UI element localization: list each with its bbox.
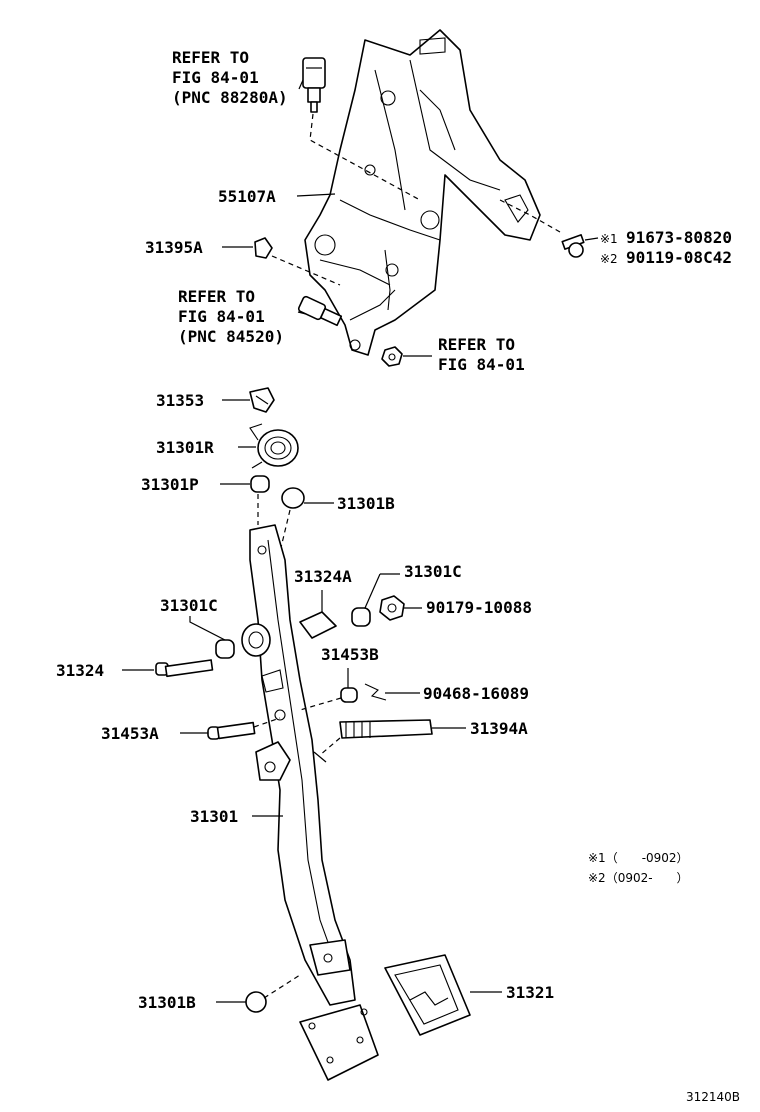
note-line-2: ※2（0902- ） xyxy=(588,871,689,885)
clip-31395a xyxy=(254,237,273,259)
part-label-31301b-bottom: 31301B xyxy=(138,993,196,1012)
part-label-31395a: 31395A xyxy=(145,238,203,257)
nut-90179 xyxy=(379,595,405,621)
part-label-31453b: 31453B xyxy=(321,645,379,664)
spring-31301r xyxy=(249,423,299,469)
note-mark-2: ※2 xyxy=(600,252,618,266)
part-label-31353: 31353 xyxy=(156,391,204,410)
nut xyxy=(381,346,403,367)
pedal-bracket xyxy=(304,29,541,356)
bushing-31453b xyxy=(340,687,358,703)
bushing-31301c-right xyxy=(351,607,371,627)
note-line-1: ※1（ -0902） xyxy=(588,851,689,865)
part-label-31453a: 31453A xyxy=(101,724,159,743)
part-label-31324a: 31324A xyxy=(294,567,352,586)
clip-31353 xyxy=(249,387,275,413)
part-label-31301: 31301 xyxy=(190,807,238,826)
part-label-90119: 90119-08C42 xyxy=(626,248,732,267)
part-label-31324: 31324 xyxy=(56,661,104,680)
refer-label-nut-line2: FIG 84-01 xyxy=(438,355,525,374)
refer-label-sw1-line3: (PNC 88280A) xyxy=(172,88,288,107)
refer-label-sw2-line1: REFER TO xyxy=(178,287,255,306)
cap-31301b-top xyxy=(281,487,305,509)
part-label-55107a: 55107A xyxy=(218,187,276,206)
clip-90468 xyxy=(364,683,387,701)
bolt-31324 xyxy=(155,659,214,678)
part-label-31394a: 31394A xyxy=(470,719,528,738)
part-label-31301c-right: 31301C xyxy=(404,562,462,581)
clutch-pedal-arm xyxy=(249,524,379,1081)
bolt-91673 xyxy=(561,234,585,258)
refer-label-sw2-line2: FIG 84-01 xyxy=(178,307,265,326)
cap-31301b-bottom xyxy=(245,991,267,1013)
part-label-90468: 90468-16089 xyxy=(423,684,529,703)
refer-label-nut-line1: REFER TO xyxy=(438,335,515,354)
pin-31453a xyxy=(207,721,256,740)
refer-label-sw2-line3: (PNC 84520) xyxy=(178,327,284,346)
spring-rod-31394a xyxy=(339,719,433,739)
pedal-pad-31321 xyxy=(384,954,471,1036)
bushing-31301c-left xyxy=(215,639,235,659)
pivot-boss xyxy=(241,623,284,693)
part-label-31301c-left: 31301C xyxy=(160,596,218,615)
figure-id: 312140B xyxy=(686,1090,740,1104)
collar-31324a xyxy=(299,590,337,639)
part-label-31301b-top: 31301B xyxy=(337,494,395,513)
part-label-31301r: 31301R xyxy=(156,438,214,457)
refer-label-sw1-line1: REFER TO xyxy=(172,48,249,67)
bushing-31301p xyxy=(250,475,270,493)
part-label-90179: 90179-10088 xyxy=(426,598,532,617)
part-label-31301p: 31301P xyxy=(141,475,199,494)
note-mark-1: ※1 xyxy=(600,232,618,246)
refer-label-sw1-line2: FIG 84-01 xyxy=(172,68,259,87)
stop-lamp-switch xyxy=(302,57,326,113)
part-label-31321: 31321 xyxy=(506,983,554,1002)
part-label-91673: 91673-80820 xyxy=(626,228,732,247)
